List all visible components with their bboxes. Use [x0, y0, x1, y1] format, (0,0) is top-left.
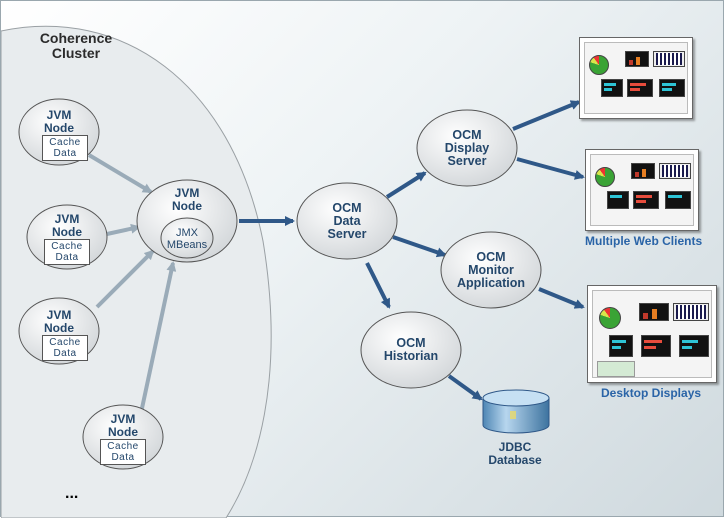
jdbc-database-label: JDBC Database	[488, 440, 542, 467]
screen-panel	[659, 163, 691, 179]
ocm-data-server-label: OCM Data Server	[327, 201, 367, 241]
web-client-screen-2	[585, 149, 699, 231]
web-client-screen-1	[579, 37, 693, 119]
screen-pie-chart	[595, 167, 615, 187]
screen-panel	[659, 79, 685, 97]
screen-panel	[601, 79, 623, 97]
jvm-node-2-label: JVM Node	[52, 212, 82, 239]
arrow-display-to-web2	[516, 157, 585, 180]
ocm-display-server-node	[416, 109, 518, 187]
screen-panel	[597, 361, 635, 377]
screen-panel	[639, 303, 669, 321]
screen-panel	[609, 335, 633, 357]
arrow-monitor-to-desktop	[538, 287, 585, 309]
desktop-displays-caption: Desktop Displays	[601, 386, 702, 400]
jmx-mbeans-label: JMX MBeans	[166, 227, 208, 251]
jvm-node-4-label: JVM Node	[108, 412, 138, 439]
jmx-mbeans-bubble	[160, 217, 214, 259]
screen-panel	[627, 79, 653, 97]
arrow-data-server-to-historian	[365, 262, 391, 309]
arrow-jvm3-to-hub	[95, 249, 155, 309]
jvm-node-4-cache-data: Cache Data	[100, 439, 146, 465]
arrow-display-to-web1	[512, 100, 581, 131]
jvm-node-3-label: JVM Node	[44, 308, 74, 335]
ocm-historian-label: OCM Historian	[383, 336, 439, 363]
cluster-title: Coherence Cluster	[39, 30, 113, 61]
ocm-data-server-node	[296, 182, 398, 260]
screen-panel	[679, 335, 709, 357]
arrow-jvm2-to-hub	[106, 223, 141, 236]
ocm-monitor-application-node	[440, 231, 542, 309]
ocm-historian-node	[360, 311, 462, 389]
screen-panel	[673, 303, 709, 321]
jvm-node-2-cache-data: Cache Data	[44, 239, 90, 265]
jvm-hub-node-label: JVM Node	[172, 186, 202, 213]
jvm-node-1-cache-data: Cache Data	[42, 135, 88, 161]
screen-panel	[625, 51, 649, 67]
screen-pie-chart	[589, 55, 609, 75]
screen-pie-chart	[599, 307, 621, 329]
more-nodes-ellipsis: ...	[65, 485, 79, 502]
jvm-node-1-label: JVM Node	[44, 108, 74, 135]
web-clients-caption: Multiple Web Clients	[585, 234, 703, 248]
screen-panel	[641, 335, 671, 357]
jdbc-database-cylinder	[482, 389, 550, 434]
jvm-node-3-cache-data: Cache Data	[42, 335, 88, 361]
ocm-display-server-label: OCM Display Server	[444, 128, 490, 168]
arrow-historian-to-database	[447, 374, 483, 401]
screen-panel	[607, 191, 629, 209]
arrow-data-server-to-monitor	[392, 235, 447, 258]
desktop-display-screen	[587, 285, 717, 383]
arrow-jvm1-to-hub	[87, 153, 153, 194]
arrow-jvm4-to-hub	[139, 261, 177, 414]
screen-panel	[633, 191, 659, 209]
screen-panel	[631, 163, 655, 179]
screen-panel	[653, 51, 685, 67]
screen-panel	[665, 191, 691, 209]
ocm-monitor-application-label: OCM Monitor Application	[456, 250, 526, 290]
arrow-data-server-to-display	[385, 171, 427, 199]
